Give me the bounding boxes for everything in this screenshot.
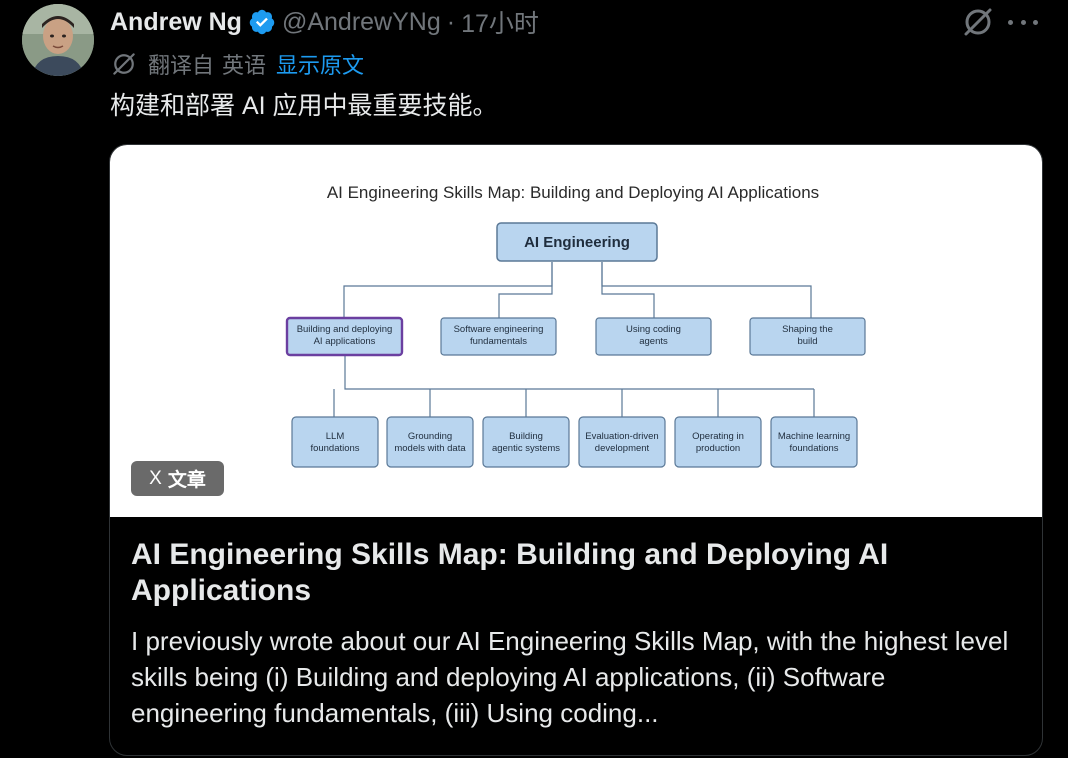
svg-text:build: build	[797, 336, 817, 347]
svg-text:Software engineering: Software engineering	[454, 324, 544, 335]
svg-text:LLM: LLM	[326, 431, 345, 442]
article-card[interactable]: AI Engineering Skills Map: Building and …	[109, 144, 1043, 756]
diagram-node-grounding-models: Grounding models with data	[386, 416, 474, 468]
verified-badge-icon[interactable]	[248, 8, 276, 36]
svg-text:agentic systems: agentic systems	[492, 443, 560, 454]
article-card-body: AI Engineering Skills Map: Building and …	[131, 537, 1018, 731]
author-name[interactable]: Andrew Ng	[110, 7, 242, 36]
svg-text:Operating in: Operating in	[692, 431, 744, 442]
translate-icon	[110, 50, 138, 78]
diagram-title: AI Engineering Skills Map: Building and …	[327, 183, 819, 202]
diagram-node-building-deploying: Building and deploying AI applications	[285, 316, 404, 357]
skills-map-diagram: AI Engineering Skills Map: Building and …	[285, 183, 866, 468]
svg-text:Using coding: Using coding	[626, 324, 681, 335]
diagram-node-shaping-build: Shaping the build	[749, 317, 866, 356]
svg-text:production: production	[696, 443, 740, 454]
diagram-node-root: AI Engineering	[496, 222, 658, 262]
svg-text:AI applications: AI applications	[314, 336, 376, 347]
svg-text:foundations: foundations	[789, 443, 838, 454]
article-badge-label: 文章	[167, 470, 206, 491]
diagram-node-llm-foundations: LLM foundations	[291, 416, 379, 468]
svg-text:foundations: foundations	[310, 443, 359, 454]
svg-text:development: development	[595, 443, 650, 454]
separator-dot: ·	[446, 7, 456, 36]
tweet-header: Andrew Ng @AndrewYNg · 17小时	[110, 4, 1068, 40]
avatar-image	[22, 4, 94, 76]
svg-text:Shaping the: Shaping the	[782, 324, 833, 335]
svg-text:models with data: models with data	[394, 443, 466, 454]
article-badge: X 文章	[131, 461, 224, 496]
more-icon[interactable]	[1008, 8, 1038, 36]
timestamp[interactable]: 17小时	[461, 10, 539, 38]
svg-text:Building and deploying: Building and deploying	[297, 324, 393, 335]
article-description: I previously wrote about our AI Engineer…	[131, 626, 1009, 728]
svg-text:Building: Building	[509, 431, 543, 442]
svg-text:AI Engineering: AI Engineering	[524, 234, 630, 251]
translated-from-label: 翻译自	[148, 53, 215, 78]
diagram-node-coding-agents: Using coding agents	[595, 317, 712, 356]
avatar[interactable]	[22, 4, 94, 76]
tweet-text: 构建和部署 AI 应用中最重要技能。	[110, 92, 498, 120]
show-original-link[interactable]: 显示原文	[276, 53, 365, 78]
diagram-node-agentic-systems: Building agentic systems	[482, 416, 570, 468]
grok-icon[interactable]	[962, 6, 994, 38]
author-handle[interactable]: @AndrewYNg	[281, 7, 441, 36]
article-title[interactable]: AI Engineering Skills Map: Building and …	[131, 538, 889, 607]
diagram-node-evaluation-driven: Evaluation-driven development	[578, 416, 666, 468]
x-logo-icon: X	[149, 467, 162, 489]
svg-text:Grounding: Grounding	[408, 431, 452, 442]
diagram-node-operating-production: Operating in production	[674, 416, 762, 468]
article-cover-image[interactable]: AI Engineering Skills Map: Building and …	[110, 145, 1042, 517]
svg-text:fundamentals: fundamentals	[470, 336, 527, 347]
svg-text:agents: agents	[639, 336, 668, 347]
translation-row: 翻译自 英语 显示原文	[110, 48, 364, 80]
diagram-node-software-engineering: Software engineering fundamentals	[440, 317, 557, 356]
svg-text:Machine learning: Machine learning	[778, 431, 850, 442]
diagram-node-ml-foundations: Machine learning foundations	[770, 416, 858, 468]
svg-text:Evaluation-driven: Evaluation-driven	[585, 431, 658, 442]
source-language: 英语	[222, 53, 267, 78]
